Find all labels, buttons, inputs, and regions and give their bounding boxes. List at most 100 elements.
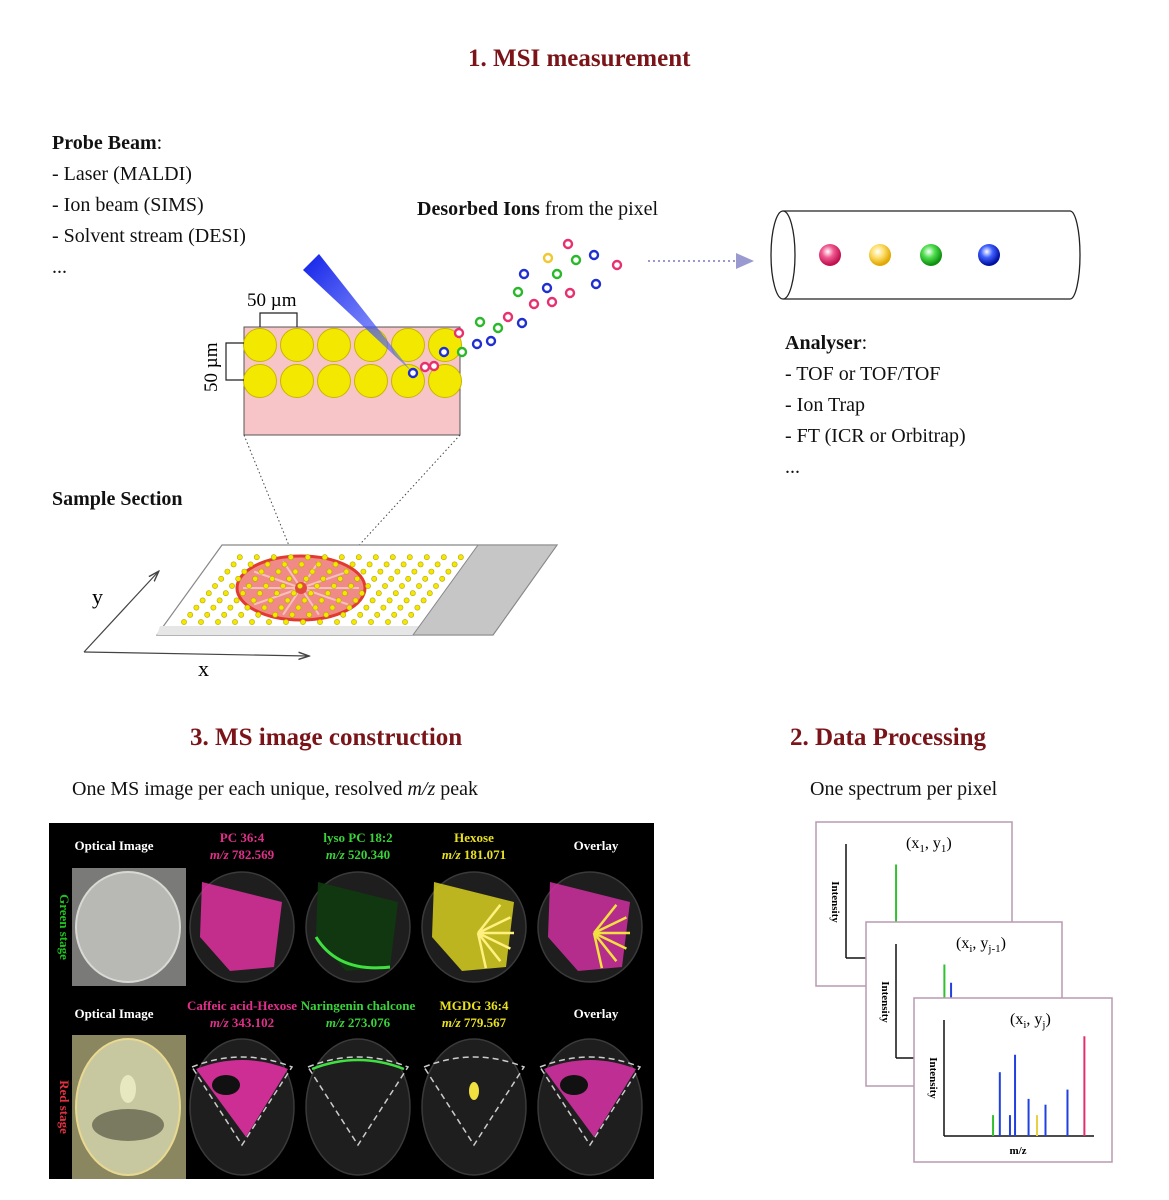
ion-image-region	[200, 882, 282, 971]
scan-dot	[317, 619, 323, 625]
scan-dot	[439, 575, 446, 582]
scan-dot	[414, 604, 421, 611]
scan-dot	[303, 575, 310, 582]
ion-image-vein	[477, 931, 511, 950]
scan-dot	[402, 619, 408, 625]
scan-dot	[382, 583, 388, 589]
scan-dot	[417, 561, 424, 568]
ion-image-region	[432, 882, 514, 971]
scan-dot	[324, 590, 331, 597]
zoom-line-left	[243, 434, 293, 554]
probe-item: - Solvent stream (DESI)	[52, 225, 246, 247]
scan-dot	[290, 590, 297, 597]
scan-dot	[369, 597, 376, 604]
scan-dot	[314, 583, 320, 589]
scan-dot	[181, 619, 187, 625]
scan-dot	[230, 561, 237, 568]
scan-dot	[193, 604, 200, 611]
scan-dot	[397, 604, 404, 611]
scan-dot	[352, 597, 359, 604]
ion-image-region	[548, 882, 630, 971]
spectrum-xlabel: m/z	[1009, 1145, 1026, 1157]
scan-dot	[204, 611, 211, 618]
scan-dot	[391, 611, 398, 618]
scan-dot	[238, 611, 245, 618]
scan-dot	[232, 619, 238, 625]
scan-dot	[212, 583, 218, 589]
ion-pink	[428, 360, 440, 372]
scan-dot	[199, 597, 206, 604]
scan-dot	[371, 575, 378, 582]
scan-dot	[315, 561, 322, 568]
ion-pink	[528, 298, 540, 310]
ion-pink	[564, 287, 576, 299]
scan-dot	[377, 568, 384, 575]
ion-image-spot	[469, 1082, 479, 1100]
sample-pixel	[280, 328, 314, 362]
scan-dot	[269, 575, 276, 582]
scan-dot	[445, 568, 452, 575]
scan-dot	[227, 604, 234, 611]
ion-blue	[471, 338, 483, 350]
pixel-coordinate-label: (xi, yj)	[1010, 1011, 1051, 1031]
scan-dot	[253, 554, 260, 561]
scan-dot	[205, 590, 212, 597]
channel-mz: m/z 273.076	[326, 1015, 391, 1030]
channel-name: PC 36:4	[220, 830, 265, 845]
ion-image-vein	[592, 932, 604, 969]
spectrum-ylabel: Intensity	[829, 881, 841, 923]
scan-dot	[273, 590, 280, 597]
scan-dot	[365, 583, 371, 589]
ion-blue	[485, 335, 497, 347]
slide-label-area	[412, 544, 558, 636]
scan-dot	[380, 604, 387, 611]
scan-dot	[335, 597, 342, 604]
title-msi-measurement: 1. MSI measurement	[468, 45, 691, 72]
scan-dot	[368, 619, 374, 625]
scan-dot	[298, 561, 305, 568]
scan-dot	[281, 561, 288, 568]
scan-dot	[292, 568, 299, 575]
zoom-line-right	[351, 434, 461, 554]
scan-dot	[433, 583, 439, 589]
scan-dot	[218, 575, 225, 582]
stage-label: Red stage	[57, 1080, 72, 1134]
scan-dot	[306, 611, 313, 618]
scan-dot	[258, 568, 265, 575]
scan-dot	[392, 590, 399, 597]
sample-pixel	[243, 364, 277, 398]
scan-dot	[222, 590, 229, 597]
scan-dot	[266, 619, 272, 625]
scan-dot	[312, 604, 319, 611]
scan-dot	[280, 583, 286, 589]
ion-blue	[518, 268, 530, 280]
scan-dot	[210, 604, 217, 611]
scan-dot	[389, 554, 396, 561]
title-ms-image-construction: 3. MS image construction	[190, 724, 463, 751]
scan-dot	[284, 597, 291, 604]
channel-mz: m/z 343.102	[210, 1015, 274, 1030]
scan-dot	[394, 568, 401, 575]
scan-dot	[416, 583, 422, 589]
sample-pixel	[428, 364, 462, 398]
scan-dot	[256, 590, 263, 597]
scan-dot	[224, 568, 231, 575]
scan-dot	[275, 568, 282, 575]
channel-mz: m/z 181.071	[442, 847, 506, 862]
region-outline	[306, 1056, 410, 1147]
scan-dot	[349, 561, 356, 568]
width-scale-label: 50 µm	[247, 290, 297, 311]
scan-dot	[338, 554, 345, 561]
optical-tissue	[75, 871, 181, 983]
ion-pink	[419, 361, 431, 373]
scan-dot	[297, 583, 303, 589]
ion-blue	[588, 249, 600, 261]
analyser-heading: Analyser	[785, 332, 862, 354]
overlay-label: Overlay	[574, 1006, 619, 1021]
sample-pixel	[243, 328, 277, 362]
ion-image-void	[560, 1075, 588, 1095]
scan-dot	[372, 554, 379, 561]
scan-dot	[289, 611, 296, 618]
scan-dot	[343, 568, 350, 575]
ion-image-vein	[593, 916, 627, 935]
